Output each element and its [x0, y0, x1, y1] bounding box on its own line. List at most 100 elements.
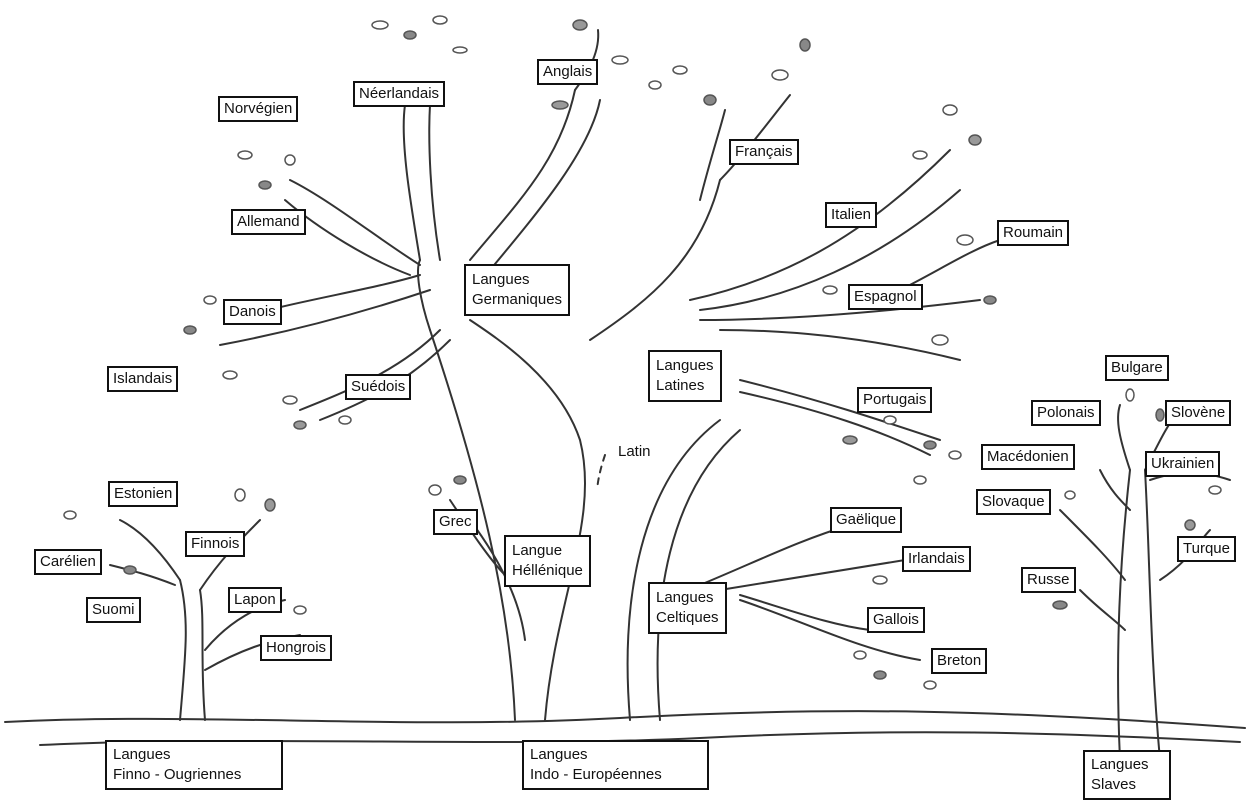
- leaf: [703, 94, 717, 106]
- label-estonien: Estonien: [108, 481, 179, 507]
- label-grec: Grec: [433, 509, 478, 535]
- branch-neerlandais-2: [428, 104, 441, 261]
- leaf: [913, 475, 927, 485]
- label-langues-latines-line2: Latines: [656, 377, 705, 394]
- label-langue-hellenique: Langue Héllénique: [504, 535, 591, 587]
- branch-latin-low: [719, 329, 961, 361]
- label-slaves-line2: Slaves: [1091, 776, 1137, 793]
- leaf: [222, 370, 238, 380]
- label-slaves-line1: Langues: [1091, 756, 1149, 773]
- label-indo-line2: Indo - Européennes: [530, 766, 662, 783]
- leaf: [853, 650, 867, 660]
- leaf: [968, 134, 982, 146]
- label-anglais: Anglais: [537, 59, 599, 85]
- celtic-trunk: [626, 419, 721, 721]
- label-langues-finno-ougriennes: Langues Finno - Ougriennes: [105, 740, 283, 790]
- label-langues-slaves: Langues Slaves: [1083, 750, 1171, 800]
- leaf: [293, 605, 307, 615]
- slavic-trunk-2: [1144, 469, 1161, 761]
- leaf: [872, 575, 888, 585]
- leaf: [403, 30, 417, 40]
- leaf: [338, 415, 352, 425]
- label-langues-germaniques: Langues Germaniques: [464, 264, 571, 316]
- leaf: [234, 488, 246, 502]
- ground-line: [4, 710, 1246, 729]
- leaf: [264, 498, 276, 512]
- leaf: [428, 484, 442, 496]
- branch-latin-trunk: [589, 179, 721, 341]
- branch-anglais-2: [489, 99, 601, 271]
- label-langues-celtiques: Langues Celtiques: [648, 582, 727, 634]
- branch-latin-dashed: [596, 454, 606, 491]
- label-slovene: Slovène: [1165, 400, 1232, 426]
- leaf: [572, 19, 588, 31]
- label-gaelique: Gaëlique: [830, 507, 903, 533]
- branch-allemand: [289, 179, 421, 266]
- label-bulgare: Bulgare: [1105, 355, 1169, 381]
- label-turque: Turque: [1177, 536, 1236, 562]
- leaf: [799, 38, 811, 52]
- leaf: [293, 420, 307, 430]
- label-breton: Breton: [931, 648, 988, 674]
- leaf: [883, 415, 897, 425]
- branch-slovaque: [1059, 509, 1126, 581]
- branch-irlandais: [719, 559, 906, 591]
- branch-gaelique: [699, 524, 851, 586]
- leaf: [648, 80, 662, 90]
- branch-macedonien: [1099, 469, 1131, 511]
- leaf: [983, 295, 997, 305]
- leaf: [1208, 485, 1222, 495]
- branch-to-germanic: [417, 259, 431, 331]
- label-carelien: Carélien: [34, 549, 102, 575]
- label-slovaque: Slovaque: [976, 489, 1051, 515]
- leaf: [371, 20, 389, 30]
- branch-gallois: [739, 594, 871, 631]
- leaf: [1155, 408, 1165, 422]
- branch-italien-2: [699, 189, 961, 311]
- label-hongrois: Hongrois: [260, 635, 333, 661]
- branch-italien: [689, 149, 951, 301]
- leaf: [956, 234, 974, 246]
- label-italien: Italien: [825, 202, 878, 228]
- leaf: [63, 510, 77, 520]
- branch-neerlandais: [402, 104, 421, 261]
- leaf: [923, 440, 937, 450]
- branch-portugais-2: [739, 391, 931, 456]
- label-finnois: Finnois: [185, 531, 246, 557]
- label-roumain: Roumain: [997, 220, 1070, 246]
- label-russe: Russe: [1021, 567, 1076, 593]
- leaf: [1052, 600, 1068, 610]
- branch-anglais: [469, 89, 576, 261]
- label-danois: Danois: [223, 299, 282, 325]
- label-langues-celtiques-line1: Langues: [656, 589, 714, 606]
- finno-trunk-2: [199, 589, 206, 721]
- label-langues-latines-line1: Langues: [656, 357, 714, 374]
- leaf: [1184, 519, 1196, 531]
- label-langues-germaniques-line2: Germaniques: [472, 291, 563, 308]
- leaf: [842, 435, 858, 445]
- leaf: [611, 55, 629, 65]
- label-langues-indo-europeennes: Langues Indo - Européennes: [522, 740, 709, 790]
- leaf: [123, 565, 137, 575]
- label-espagnol: Espagnol: [848, 284, 923, 310]
- label-finno-line1: Langues: [113, 746, 171, 763]
- branch-espagnol: [699, 299, 981, 321]
- label-neerlandais: Néerlandais: [353, 81, 446, 107]
- leaf: [551, 100, 569, 110]
- leaf: [822, 285, 838, 295]
- leaf: [452, 46, 468, 54]
- hellenic-branch: [449, 499, 506, 576]
- label-macedonien: Macédonien: [981, 444, 1075, 470]
- label-latin: Latin: [618, 443, 651, 460]
- leaf: [282, 395, 298, 405]
- leaf: [1064, 490, 1076, 500]
- label-suomi: Suomi: [86, 597, 141, 623]
- label-finno-line2: Finno - Ougriennes: [113, 766, 242, 783]
- label-indo-line1: Langues: [530, 746, 588, 763]
- leaf: [873, 670, 887, 680]
- label-polonais: Polonais: [1031, 400, 1101, 426]
- leaf: [942, 104, 958, 116]
- leaf: [183, 325, 197, 335]
- label-irlandais: Irlandais: [902, 546, 971, 572]
